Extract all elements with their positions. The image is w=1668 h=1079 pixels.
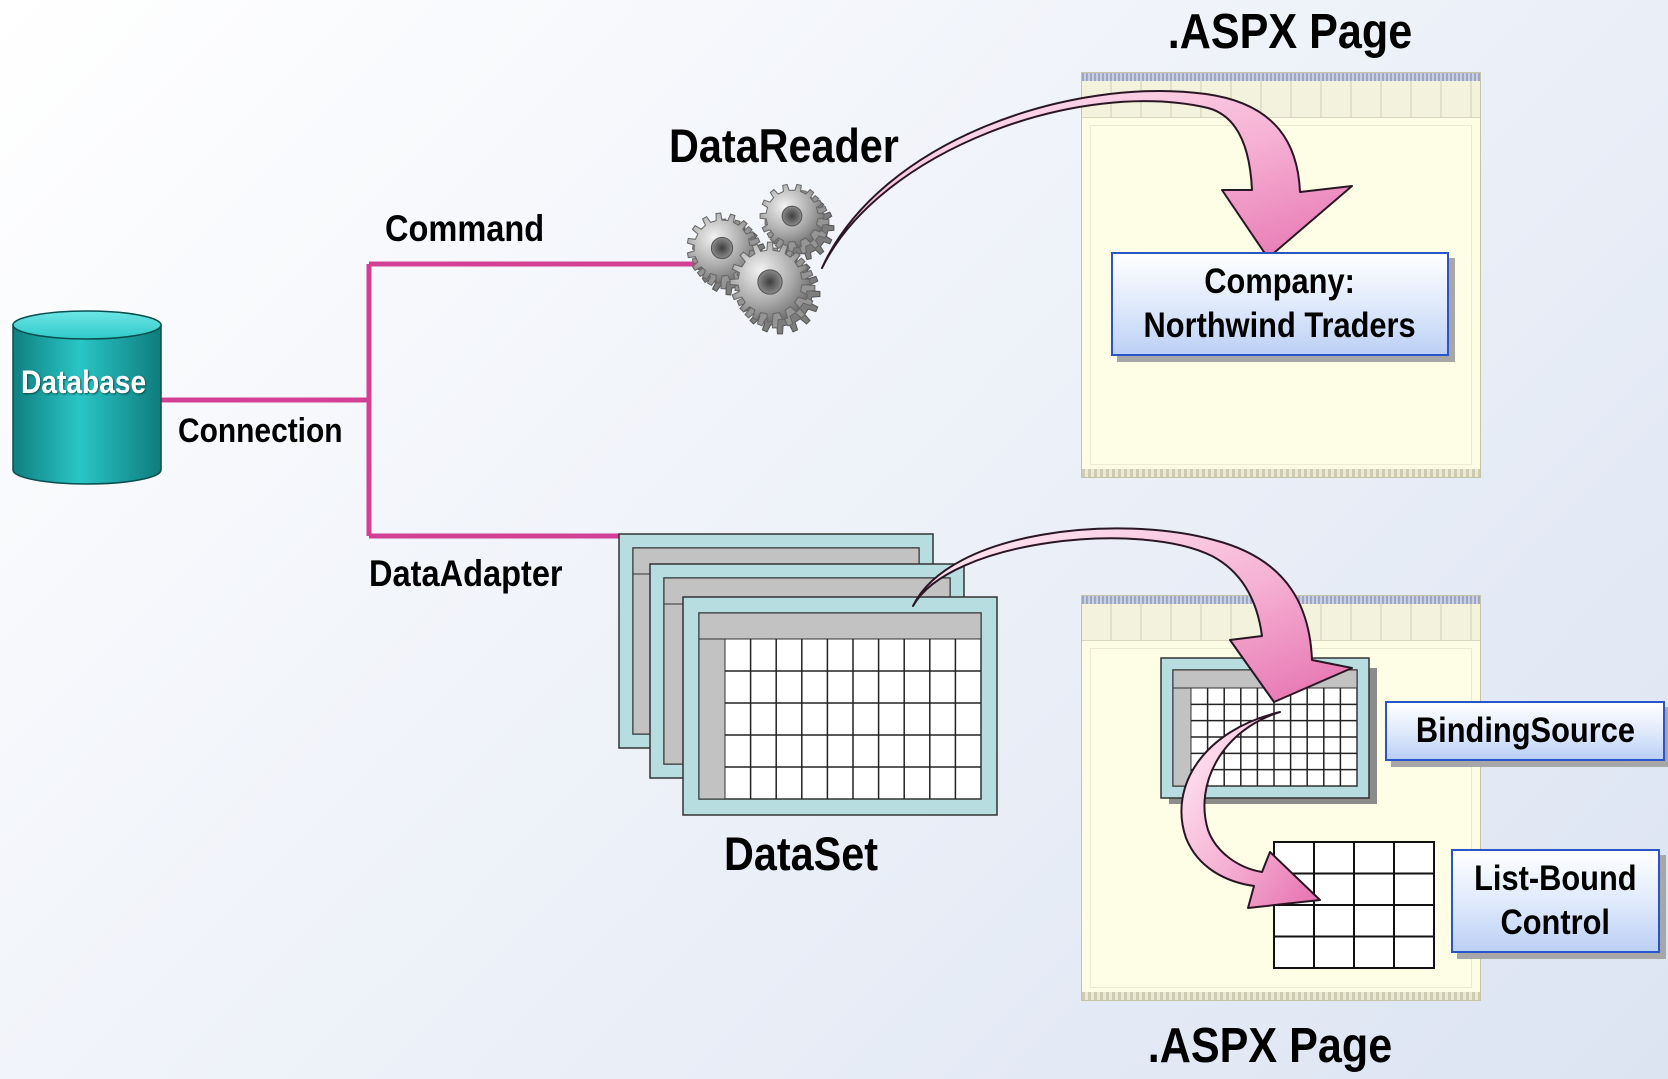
connector-lines bbox=[161, 261, 700, 539]
list-control-grid-icon bbox=[1273, 841, 1435, 969]
aspx-page-top-label: .ASPX Page bbox=[1167, 5, 1413, 59]
binding-source-box: BindingSource bbox=[1385, 701, 1665, 761]
datareader-to-page-arrow bbox=[821, 90, 1353, 269]
company-box-line2: Northwind Traders bbox=[1143, 306, 1417, 345]
connection-label: Connection bbox=[178, 412, 343, 450]
command-label: Command bbox=[385, 208, 545, 249]
data-adapter-label: DataAdapter bbox=[369, 553, 563, 594]
bindingsource-to-control-arrow bbox=[1180, 711, 1321, 909]
dataset-tables-icon bbox=[618, 533, 998, 816]
database-cylinder-icon bbox=[12, 310, 162, 485]
binding-source-box-label: BindingSource bbox=[1415, 711, 1635, 751]
list-bound-control-box: List-Bound Control bbox=[1451, 849, 1660, 953]
company-box-line1: Company: bbox=[1204, 262, 1356, 302]
dataset-to-bindingsource-arrow bbox=[912, 527, 1353, 703]
company-box: Company: Northwind Traders bbox=[1111, 252, 1449, 356]
gears-icon bbox=[686, 183, 835, 335]
list-bound-box-line2: Control bbox=[1500, 903, 1611, 942]
arrows bbox=[821, 90, 1353, 909]
list-bound-box-line1: List-Bound bbox=[1474, 859, 1637, 899]
aspx-page-bottom-label: .ASPX Page bbox=[1147, 1019, 1393, 1073]
database-label: Database bbox=[21, 364, 147, 400]
data-set-label: DataSet bbox=[724, 827, 879, 880]
data-reader-label: DataReader bbox=[669, 119, 899, 172]
